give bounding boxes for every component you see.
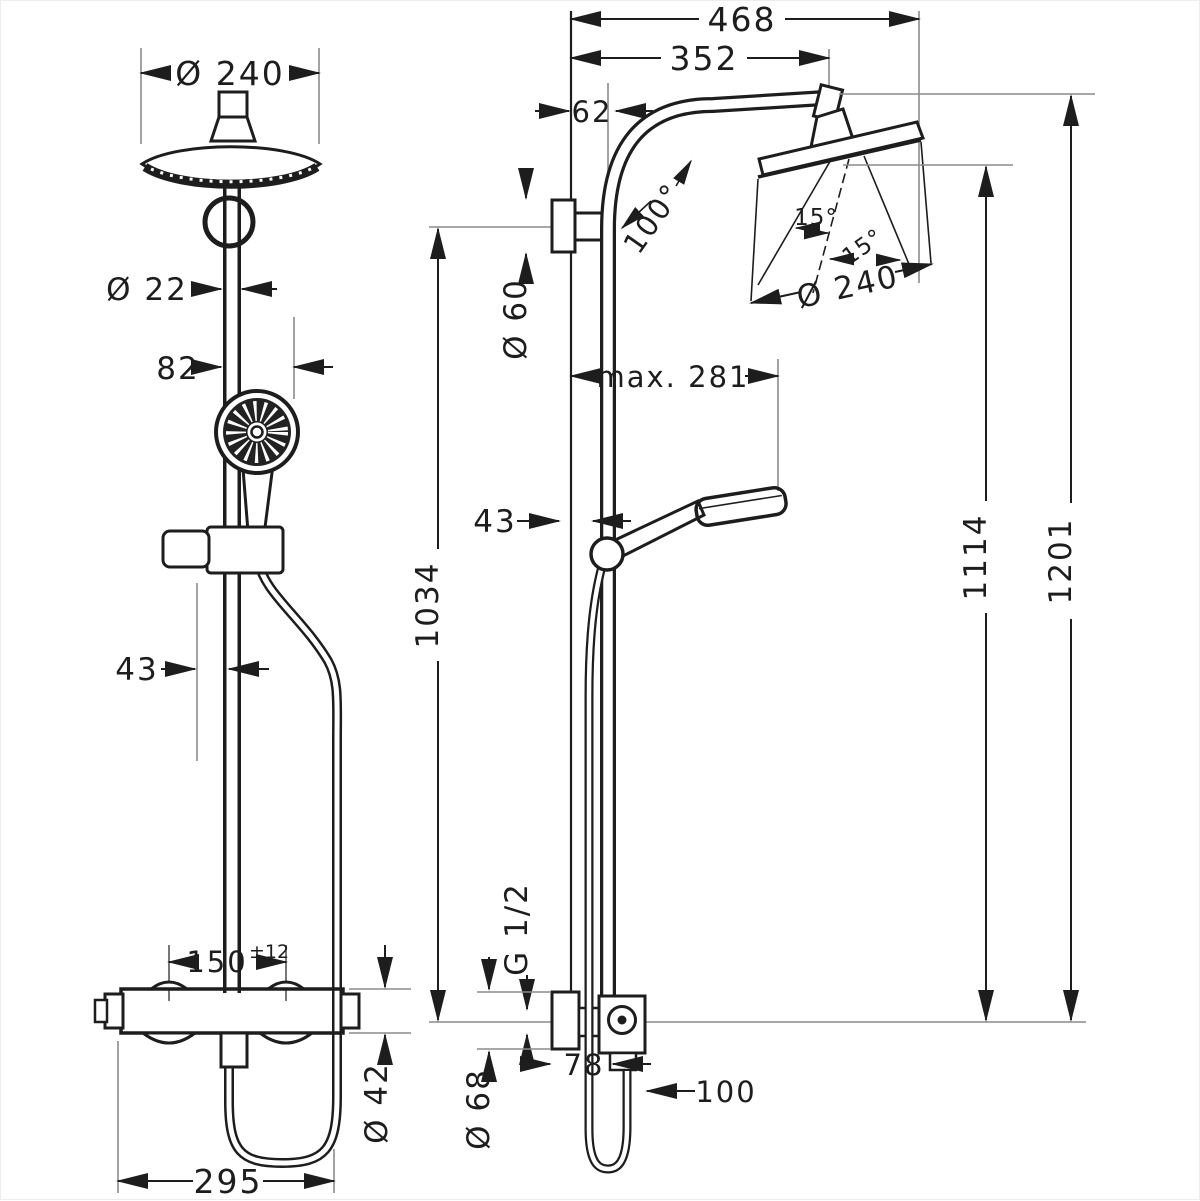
dim-front-head-diameter: Ø 240 [175, 54, 284, 93]
dim-side-max-reach: max. 281 [597, 360, 750, 394]
dim-side-spray-angle-left: 15° [794, 205, 838, 231]
dimension-front-inlet-spacing: 150 ±12 [167, 941, 289, 1001]
dim-side-valve-depth: 78 [564, 1048, 605, 1082]
dim-side-head-diameter: Ø 240 [793, 258, 902, 316]
dimension-side-head-projection: 352 [569, 39, 831, 93]
dim-front-inlet-spacing: 150 [186, 945, 247, 979]
dim-side-escutcheon-diameter: Ø 68 [461, 1068, 497, 1150]
shower-hose-side [584, 557, 632, 1174]
dim-front-handshower-offset: 82 [156, 351, 199, 387]
dim-front-inlet-tolerance: ±12 [249, 941, 289, 963]
hand-shower-side [589, 485, 788, 572]
slider-pivot-side [589, 536, 625, 572]
dim-front-hose-loop-width: 295 [194, 1162, 263, 1201]
dimension-side-max-reach: max. 281 [569, 359, 780, 491]
shower-pipe-side [600, 90, 826, 1021]
valve-hose-outlet-front [219, 1031, 249, 1069]
dim-side-valve-total-depth: 100 [695, 1075, 756, 1109]
dim-side-bracket-diameter: Ø 60 [498, 278, 534, 360]
dim-side-pipe-wall-distance: 62 [572, 95, 613, 129]
dimension-front-valve-diameter: Ø 42 [349, 945, 411, 1144]
thermostat-valve-front [93, 980, 361, 1069]
dimension-side-escutcheon-diameter: Ø 68 [461, 957, 550, 1150]
wall-bracket-side [429, 198, 577, 254]
holder-body-front [205, 525, 285, 575]
hand-shower-handle-side [610, 498, 706, 560]
hand-shower-head-side [694, 485, 788, 528]
overhead-shower-front [208, 90, 258, 143]
dimension-side-overall-height: 1201 [839, 93, 1095, 1022]
slider-holder-front [161, 525, 285, 575]
valve-hose-outlet-side [608, 1051, 638, 1072]
valve-right-cap [339, 992, 361, 1030]
overhead-shower-disc-front [139, 145, 323, 189]
dim-side-bar-length: 1034 [410, 562, 446, 649]
dimension-side-pipe-wall-distance: 62 [535, 95, 653, 129]
spray-face-pattern [226, 401, 288, 463]
dim-side-hose-wall-distance: 43 [473, 504, 516, 540]
dimension-side-valve-depth: 78 [520, 1048, 651, 1082]
overhead-shower-side [757, 82, 926, 179]
dimension-side-bar-length: 1034 [410, 227, 446, 1022]
dim-side-head-face-height: 1114 [958, 514, 994, 601]
dim-side-overall-height: 1201 [1043, 518, 1079, 605]
dimension-side-overall-projection: 468 [569, 1, 921, 283]
holder-knob-front [161, 529, 211, 569]
dimension-side-bracket-diameter: Ø 60 [498, 168, 534, 360]
head-body-side [757, 120, 926, 177]
shower-hose-front [224, 557, 343, 1169]
dimension-side-hose-wall-distance: 43 [473, 504, 631, 540]
dimension-front-hose-loop-width: 295 [116, 1041, 336, 1201]
dim-front-valve-diameter: Ø 42 [359, 1062, 395, 1144]
dimension-front-hose-to-pipe: 43 [115, 583, 269, 761]
dim-side-arm-angle: 100° [617, 177, 690, 260]
dimension-side-head-face-height: 1114 [843, 164, 1013, 1022]
dim-side-connection-thread: G 1/2 [499, 882, 535, 976]
dim-front-hose-to-pipe: 43 [115, 652, 158, 688]
dimension-front-head-diameter: Ø 240 [139, 48, 321, 144]
pivot-ring-front [202, 195, 256, 249]
wall-bracket-plate [550, 198, 577, 254]
head-face-side [757, 138, 922, 179]
dimension-side-arm-angle: 100° [617, 159, 692, 260]
dim-front-pipe-diameter: Ø 22 [106, 272, 188, 308]
hand-shower-front [214, 389, 300, 546]
front-view: Ø 240 Ø 22 82 [93, 48, 411, 1201]
dimension-front-pipe-diameter: Ø 22 [106, 272, 277, 308]
side-view: 468 352 62 100° [410, 1, 1095, 1174]
dimension-front-handshower-offset: 82 [156, 317, 333, 399]
dimension-side-connection-thread: G 1/2 [499, 882, 535, 1065]
dim-side-head-projection: 352 [670, 39, 739, 78]
valve-escutcheon-side [550, 990, 581, 1051]
dimension-side-valve-total-depth: 100 [645, 1075, 756, 1109]
dim-side-overall-projection: 468 [708, 1, 777, 39]
